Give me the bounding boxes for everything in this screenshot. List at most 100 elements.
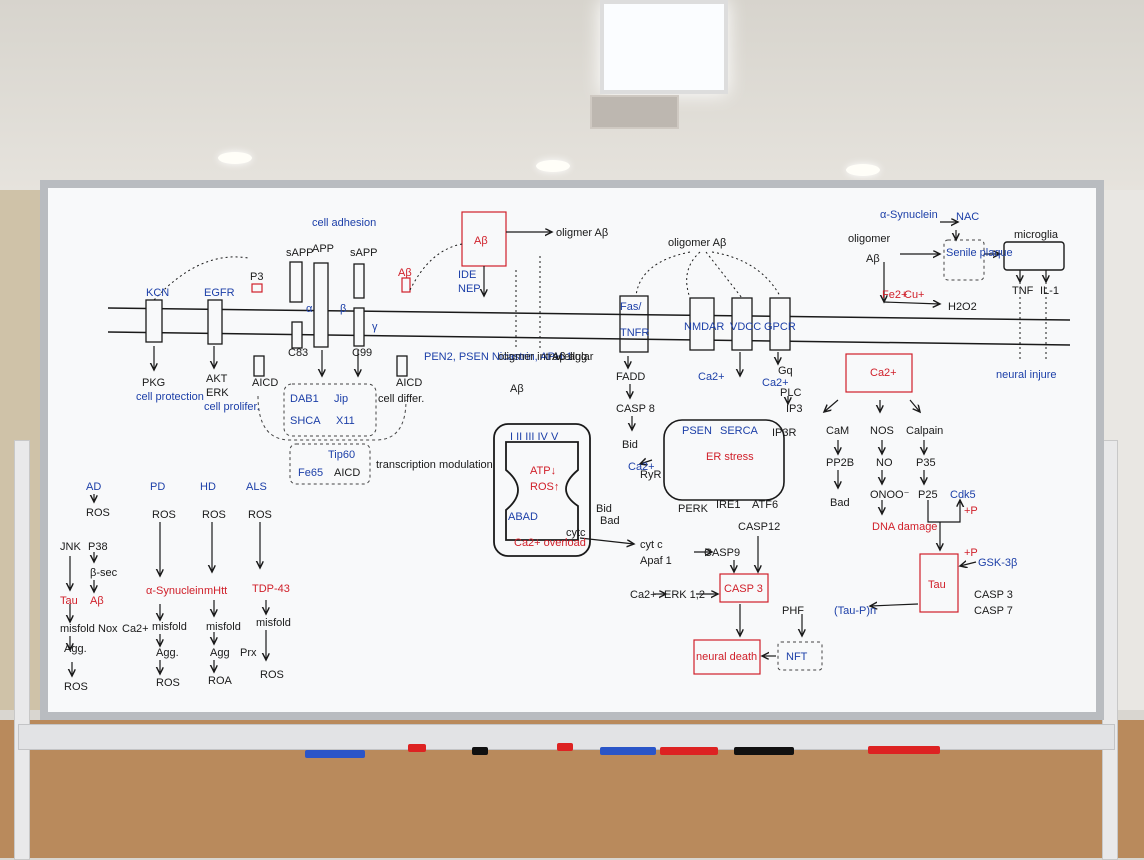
label-er-casp12: CASP12 [738,521,780,533]
label-diseases-hd-title: HD [200,481,216,493]
label-receptors-nmdar: NMDAR [684,321,724,333]
label-diseases-ad-ros2: ROS [64,681,88,693]
label-diseases-ad-jnk: JNK [60,541,81,553]
red-cap [557,743,573,751]
label-right-p25: P25 [918,489,938,501]
label-mito-bid: Bid [596,503,612,515]
arrows [70,222,1046,676]
label-er-cytc: cyt c [640,539,663,551]
label-diseases-ad-ros: ROS [86,507,110,519]
label-membrane-gamma: γ [372,321,378,333]
label-diseases-ad-bsec: β-sec [90,567,118,579]
label-abeta-center-ide: IDE [458,269,476,281]
label-receptors-ip3: IP3 [786,403,803,415]
label-diseases-ad-title: AD [86,481,101,493]
label-right-p2: +P [964,547,978,559]
label-membrane-c83: C83 [288,347,308,359]
label-mito-cytc: cytc [566,527,586,539]
label-membrane-alpha: α [306,303,313,315]
label-membrane-pkg: PKG [142,377,165,389]
label-diseases-pd-title: PD [150,481,165,493]
label-diseases-pd-agg: Agg. [156,647,179,659]
label-receptors-ca-small: Ca2+ [762,377,789,389]
label-right-p1: +P [964,505,978,517]
label-receptors-bid: Bid [622,439,638,451]
label-receptors-gpcr: GPCR [764,321,796,333]
label-receptors-tnfr: TNFR [620,327,649,339]
downlight [846,164,880,176]
label-right-calpain: Calpain [906,425,943,437]
label-receptors-vdcc: VDCC [730,321,761,333]
label-membrane-aicd2: AICD [396,377,422,389]
tau-box [919,553,959,613]
label-right-tau-p: (Tau-P)n [834,605,876,617]
label-membrane-cell-differ: cell differ. [378,393,424,405]
blue-marker[interactable] [305,750,365,758]
red-marker[interactable] [660,747,718,755]
label-diseases-als-misfold: misfold [256,617,291,629]
label-mito-complexes: I II III IV V [510,431,559,443]
label-right-nft: NFT [786,651,808,663]
label-abeta-center-ab-intra: Aβ [510,383,524,395]
label-right-onoo: ONOO⁻ [870,489,910,501]
label-er-ire1: IRE1 [716,499,740,511]
label-membrane-shca: SHCA [290,415,321,427]
label-membrane-app: APP [312,243,334,255]
label-right-nos: NOS [870,425,894,437]
label-right-casp3: CASP 3 [974,589,1013,601]
label-right-fe: Fe2+ [882,289,907,301]
label-right-casp7: CASP 7 [974,605,1013,617]
label-membrane-dab1: DAB1 [290,393,319,405]
label-diseases-ad-ab: Aβ [90,595,104,607]
label-diseases-pd-misfold: misfold [152,621,187,633]
label-membrane-sappa: sAPP [286,247,314,259]
label-er-neural-death: neural death [696,651,757,663]
whiteboard [40,180,1104,720]
label-diseases-hd-misfold: misfold [206,621,241,633]
label-diseases-pd-syn: α-Synuclein [146,585,204,597]
black-marker[interactable] [734,747,794,755]
label-membrane-psen-note: PEN2, PSEN Nicastrin, APH-1 [424,351,573,363]
label-diseases-pd-ros: ROS [152,509,176,521]
label-right-gsk: GSK-3β [978,557,1017,569]
label-right-dna: DNA damage [872,521,937,533]
label-diseases-ad-misfold: misfold [60,623,95,635]
ca-box [845,353,913,393]
fas-tnfr-receptor [619,295,649,353]
endoplasmic-reticulum [663,419,785,501]
label-abeta-center-oligomer-intra: oligmer intracellular [498,351,594,363]
label-right-bad: Bad [830,497,850,509]
label-membrane-sappb: sAPP [350,247,378,259]
label-er-atf6: ATF6 [752,499,778,511]
blue-marker[interactable] [600,747,656,755]
label-receptors-gq: Gq [778,365,793,377]
casp3-box [719,573,769,603]
label-diseases-ad-tau: Tau [60,595,78,607]
label-membrane-cell-prolifer: cell prolifer. [204,401,260,413]
label-membrane-beta: β [340,303,346,315]
label-right-ca2: Ca2+ [870,367,897,379]
label-receptors-casp8: CASP 8 [616,403,655,415]
label-membrane-aicd1: AICD [252,377,278,389]
label-membrane-ab-small: Aβ [398,267,412,279]
label-er-ryr: RyR [640,469,661,481]
mitochondrion [493,423,591,557]
label-receptors-ip3r: IP3R [772,427,797,439]
label-er-casp3: CASP 3 [724,583,763,595]
ceiling [0,0,1144,190]
red-marker[interactable] [868,746,940,754]
label-membrane-cell-protection: cell protection [136,391,204,403]
label-er-ca-erk: Ca2+ [630,589,657,601]
label-er-psen: PSEN [682,425,712,437]
label-right-cam: CaM [826,425,849,437]
label-membrane-p3: P3 [250,271,263,283]
label-right-ab: Aβ [866,253,880,265]
label-receptors-plc: PLC [780,387,801,399]
label-receptors-oligomer: oligomer Aβ [668,237,726,249]
label-right-pp2b: PP2B [826,457,854,469]
label-abeta-center-ab: Aβ [474,235,488,247]
label-diseases-ad-agg: Agg. [64,643,87,655]
label-receptors-fas: Fas/ [620,301,642,313]
